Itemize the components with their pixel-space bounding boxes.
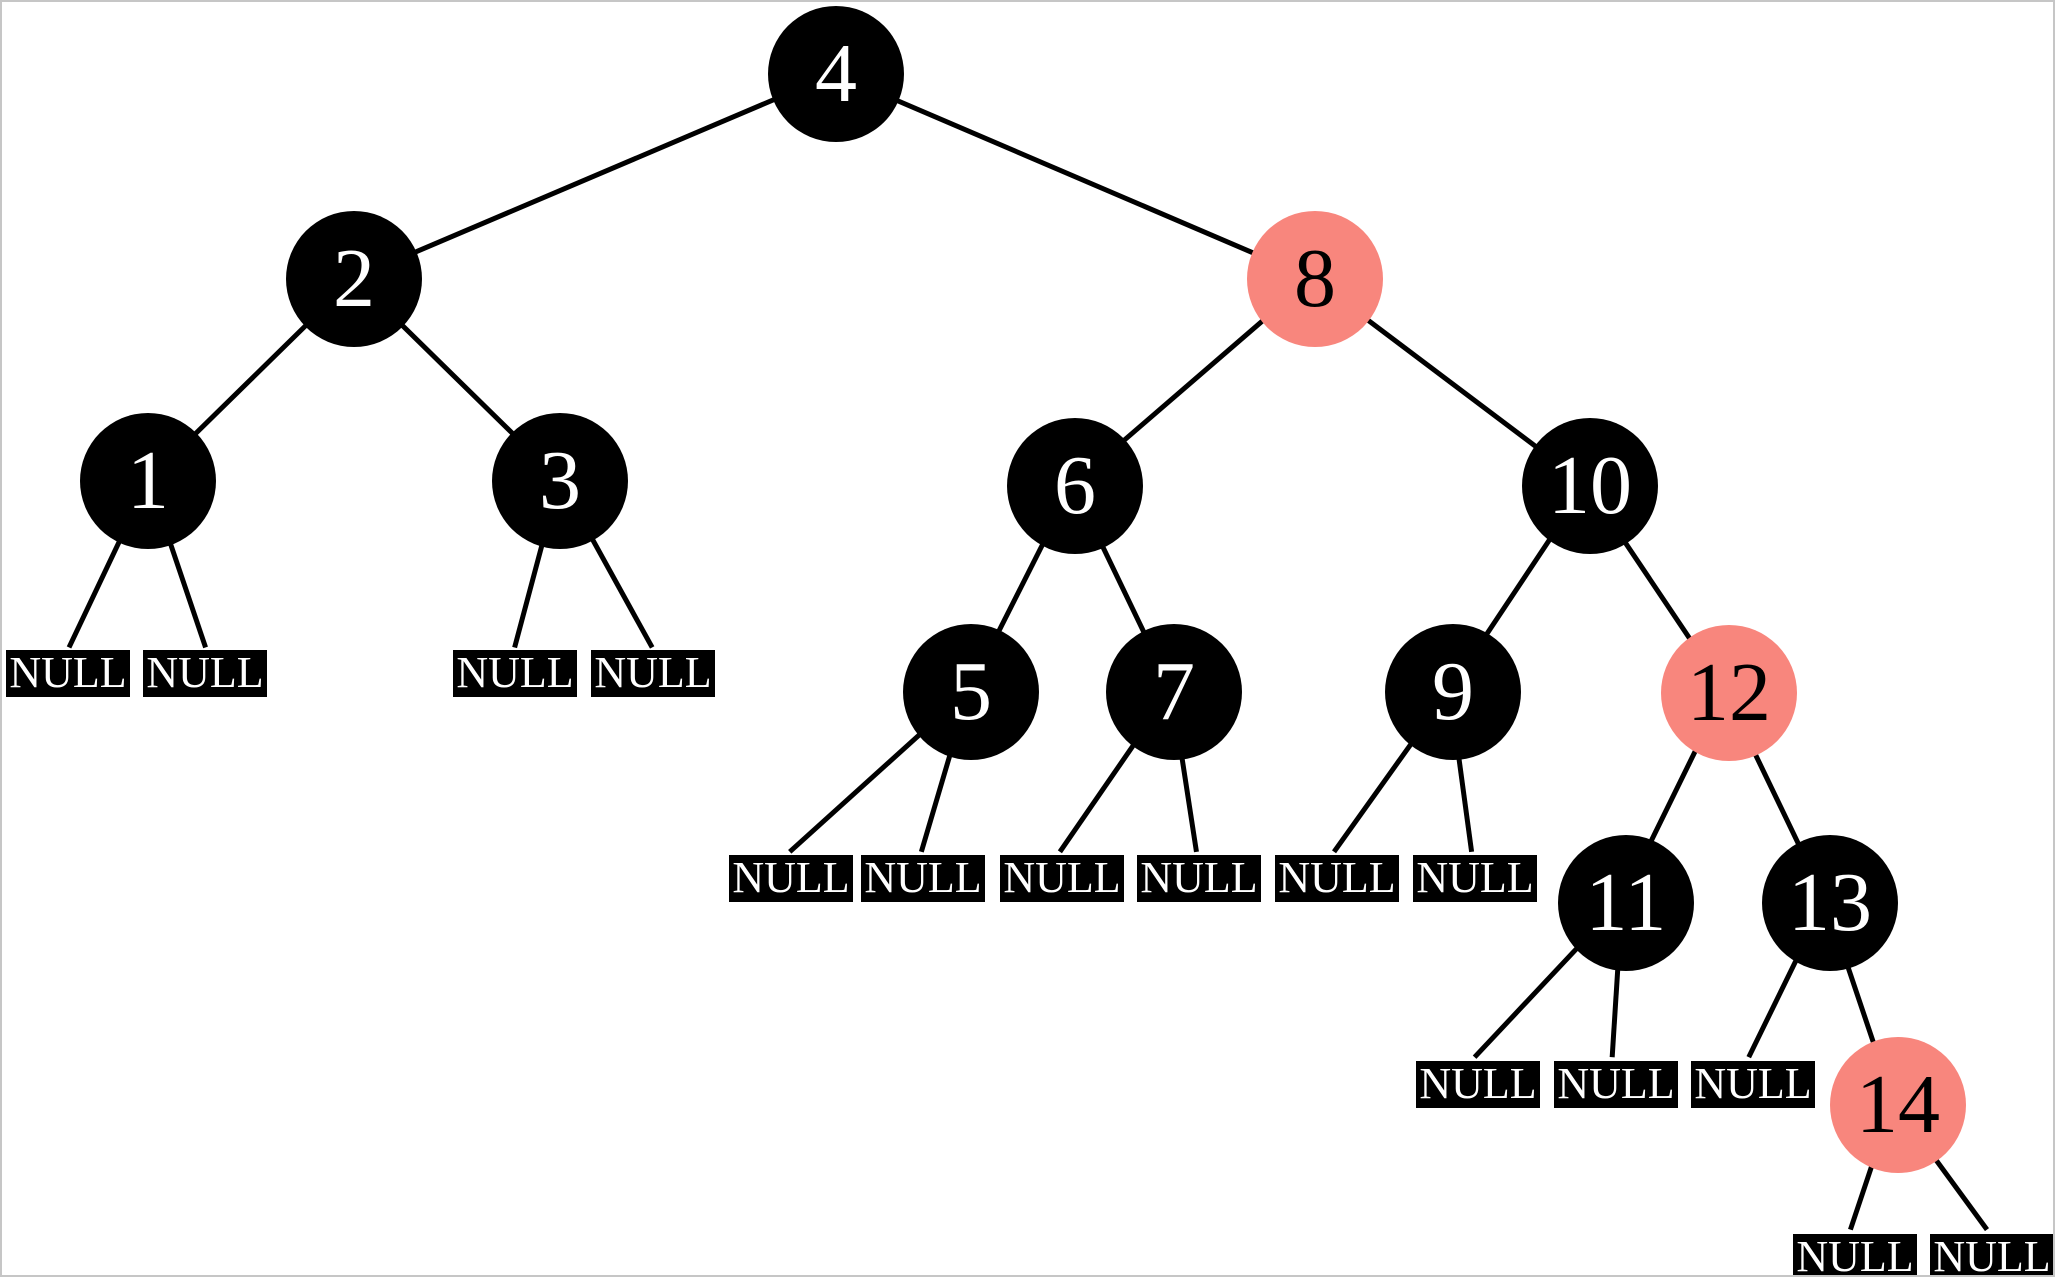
null-leaf-n09: NULL xyxy=(1275,854,1399,902)
tree-node-11: 11 xyxy=(1558,835,1694,971)
tree-node-9: 9 xyxy=(1385,624,1521,760)
tree-node-6: 6 xyxy=(1007,418,1143,554)
tree-node-12: 12 xyxy=(1661,625,1797,761)
null-leaf-n06: NULL xyxy=(861,854,985,902)
null-leaf-n13: NULL xyxy=(1691,1060,1815,1108)
null-leaf-n12: NULL xyxy=(1554,1060,1678,1108)
tree-node-8: 8 xyxy=(1247,211,1383,347)
tree-node-13: 13 xyxy=(1762,835,1898,971)
tree-node-10: 10 xyxy=(1522,418,1658,554)
null-leaf-n07: NULL xyxy=(1000,854,1124,902)
tree-edge-4-2 xyxy=(353,71,836,281)
null-leaf-n08: NULL xyxy=(1137,854,1261,902)
tree-node-4: 4 xyxy=(768,6,904,142)
null-leaf-n15: NULL xyxy=(1930,1233,2053,1275)
null-leaf-n02: NULL xyxy=(143,649,267,697)
null-leaf-n11: NULL xyxy=(1416,1060,1540,1108)
tree-node-1: 1 xyxy=(80,413,216,549)
tree-edge-4-8 xyxy=(833,71,1314,281)
null-leaf-n05: NULL xyxy=(729,854,853,902)
tree-node-14: 14 xyxy=(1830,1037,1966,1173)
null-leaf-n10: NULL xyxy=(1413,854,1537,902)
tree-node-2: 2 xyxy=(286,211,422,347)
null-leaf-n04: NULL xyxy=(591,649,715,697)
null-leaf-n01: NULL xyxy=(6,649,130,697)
null-leaf-n14: NULL xyxy=(1793,1233,1917,1275)
tree-node-5: 5 xyxy=(903,624,1039,760)
tree-node-7: 7 xyxy=(1106,624,1242,760)
null-leaf-n03: NULL xyxy=(453,649,577,697)
tree-node-3: 3 xyxy=(492,413,628,549)
